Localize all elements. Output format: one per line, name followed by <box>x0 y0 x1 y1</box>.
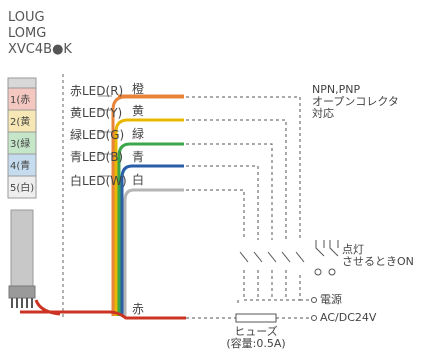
wire-white-run <box>123 188 184 316</box>
wire-label-blue: 青 <box>132 150 145 164</box>
tier-4: 4(青 <box>10 161 31 172</box>
npn-note-line1: NPN,PNP <box>312 83 361 96</box>
wire-red-common <box>20 310 186 320</box>
led-label-white: 白LED(W) <box>70 174 127 188</box>
tower-tiers <box>7 87 37 199</box>
fuse-note: ヒューズ (容量:0.5A) <box>216 326 296 350</box>
led-label-red: 赤LED(R) <box>70 84 124 98</box>
switch-note: 点灯 させるときON <box>342 244 414 268</box>
model-name-2: LOMG <box>8 26 47 41</box>
tier-2: 2(黄 <box>10 117 31 128</box>
led-label-blue: 青LED(B) <box>70 150 124 164</box>
switch-symbols <box>239 240 339 276</box>
power-label: 電源 <box>320 293 342 306</box>
npn-note-line3: 対応 <box>312 107 334 120</box>
wire-blue-run <box>120 164 184 316</box>
switch-note-line2: させるときON <box>342 255 414 268</box>
model-name-3: XVC4B●K <box>8 42 72 57</box>
wire-label-white: 白 <box>132 173 145 187</box>
tower-pole <box>10 209 34 287</box>
tier-labels: 1(赤 2(黄 3(緑 4(青 5(白) <box>10 90 34 200</box>
tower-tier-5 <box>7 175 37 199</box>
external-wiring <box>186 96 312 319</box>
tier-5: 5(白) <box>10 183 35 194</box>
tower-cap <box>7 77 37 89</box>
wire-label-green: 緑 <box>132 127 145 141</box>
wire-orange-run <box>111 95 184 316</box>
npn-note-line2: オープンコレクタ <box>312 95 399 108</box>
tower-terminals <box>11 298 33 308</box>
power-terminal-1 <box>311 297 317 303</box>
fuse-note-line2: (容量:0.5A) <box>226 337 286 350</box>
led-label-yellow: 黄LED(Y) <box>70 106 123 120</box>
power-terminal-2 <box>311 315 317 321</box>
tier-1: 1(赤 <box>10 95 31 106</box>
wire-label-yellow: 黄 <box>132 104 145 118</box>
switch-note-line1: 点灯 <box>342 243 364 256</box>
wire-green-run <box>117 142 184 316</box>
fuse-note-line1: ヒューズ <box>234 325 278 338</box>
model-name-1: LOUG <box>8 10 45 25</box>
tower-base <box>8 285 36 299</box>
fuse-icon <box>235 313 277 323</box>
wire-label-orange: 橙 <box>132 82 145 96</box>
wire-label-red: 赤 <box>132 302 145 316</box>
tier-3: 3(緑 <box>10 139 31 150</box>
npn-note: NPN,PNP オープンコレクタ 対応 <box>312 84 399 120</box>
supply-label: AC/DC24V <box>320 311 377 324</box>
led-label-green: 緑LED(G) <box>70 128 125 142</box>
wire-yellow-run <box>114 118 184 316</box>
